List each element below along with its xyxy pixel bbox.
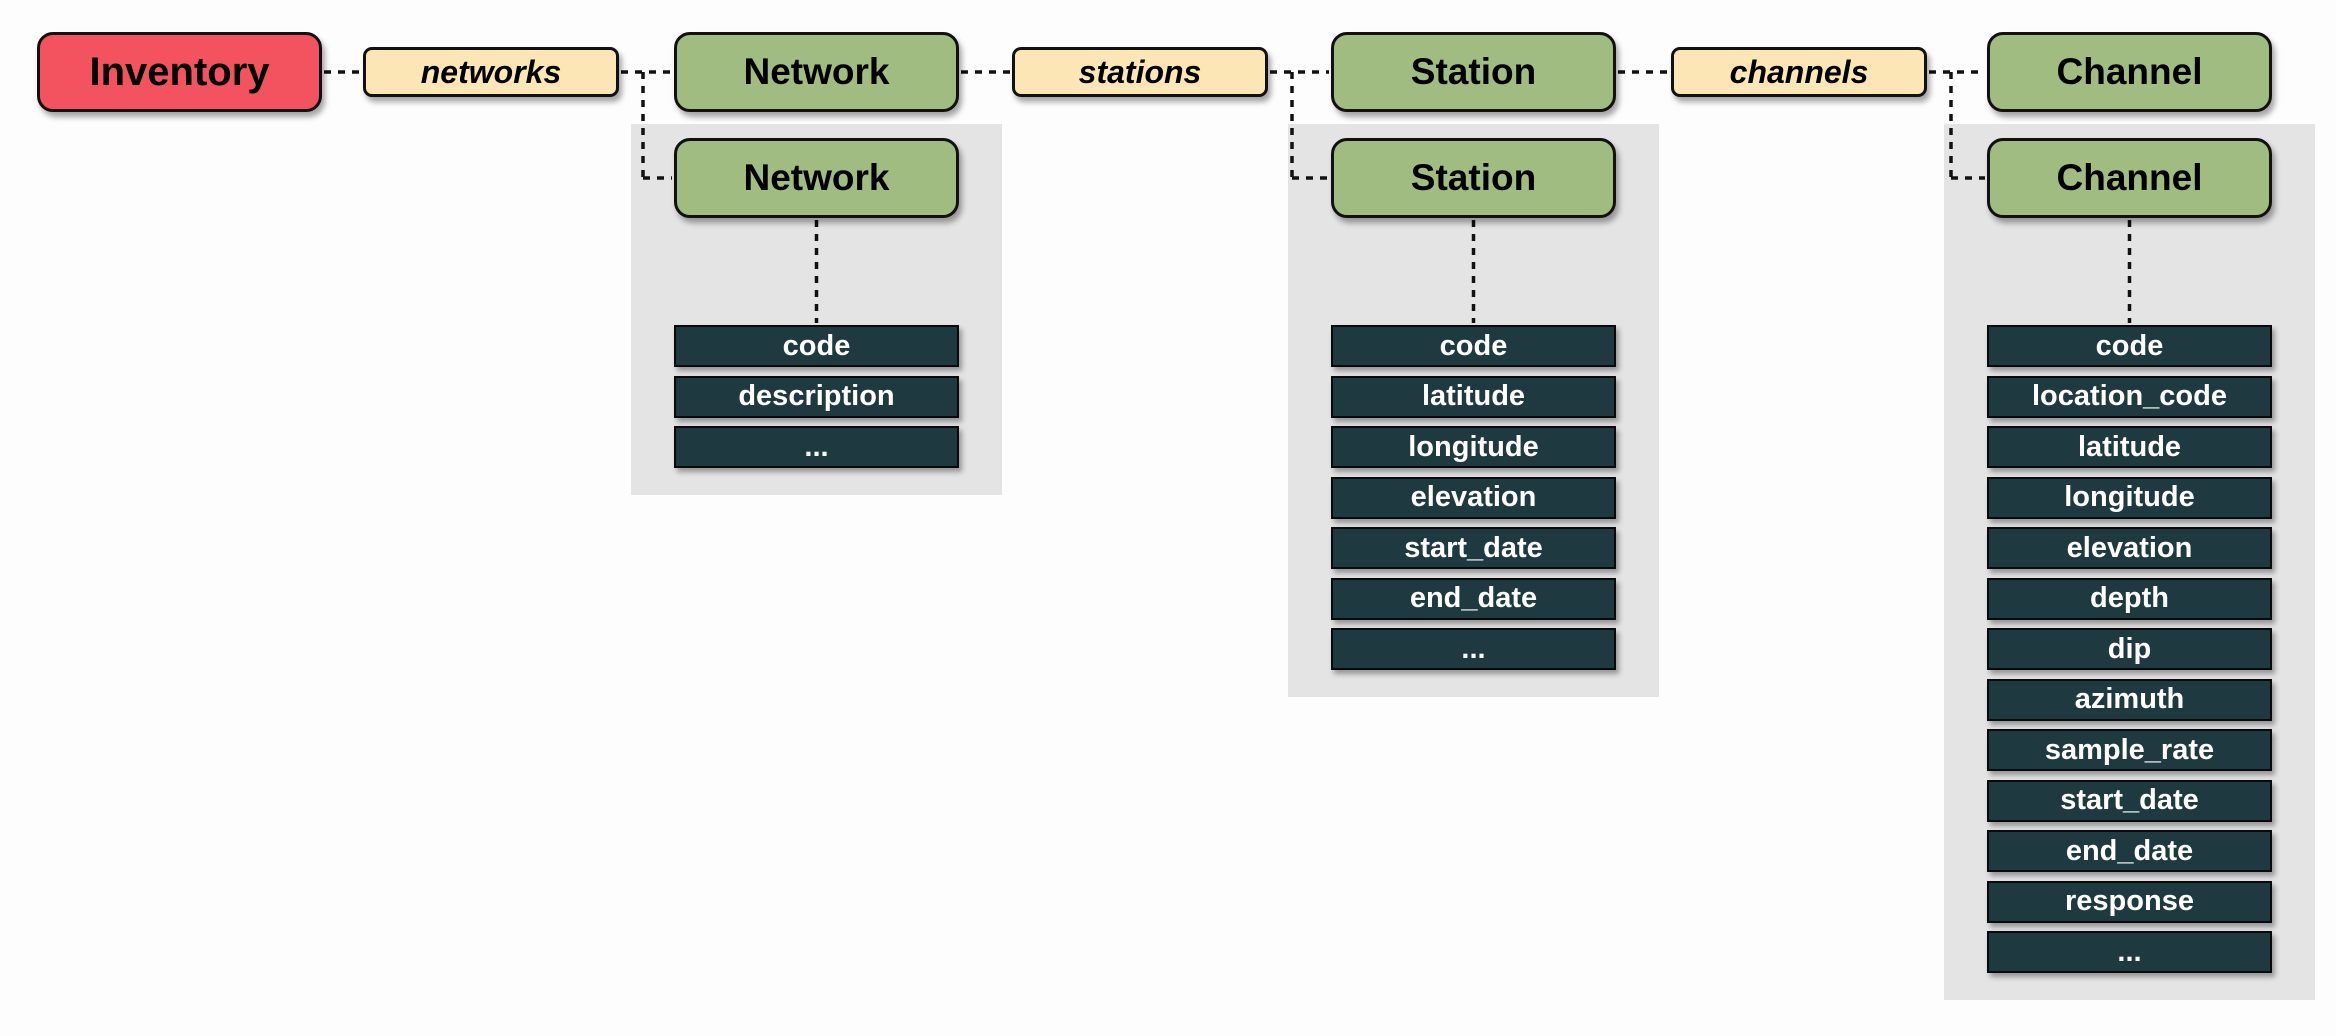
network-attribute-item: code: [674, 325, 959, 367]
channel-attribute-item: sample_rate: [1987, 729, 2272, 771]
channel-attribute-item: azimuth: [1987, 678, 2272, 721]
station-attribute-item: elevation: [1331, 476, 1616, 519]
channel-attribute-item: location_code: [1987, 375, 2272, 418]
channel-attribute-item: code: [1987, 325, 2272, 367]
channel-attribute-item: ...: [1987, 931, 2272, 973]
channels-relation-label: channels: [1671, 47, 1927, 97]
stations-relation-label: stations: [1012, 47, 1268, 97]
channel-attribute-item: response: [1987, 880, 2272, 923]
network-detail-node: Network: [674, 138, 959, 218]
channel-attribute-item: start_date: [1987, 779, 2272, 822]
channel-detail-node: Channel: [1987, 138, 2272, 218]
channel-attribute-item: latitude: [1987, 426, 2272, 468]
channel-attribute-item: depth: [1987, 577, 2272, 620]
channel-attribute-item: dip: [1987, 628, 2272, 670]
inventory-node: Inventory: [37, 32, 322, 112]
channel-attribute-item: longitude: [1987, 476, 2272, 519]
station-detail-node: Station: [1331, 138, 1616, 218]
channel-node: Channel: [1987, 32, 2272, 112]
station-node: Station: [1331, 32, 1616, 112]
station-attribute-item: ...: [1331, 628, 1616, 670]
network-node: Network: [674, 32, 959, 112]
network-attribute-item: ...: [674, 426, 959, 468]
station-attribute-item: code: [1331, 325, 1616, 367]
channel-attribute-item: elevation: [1987, 527, 2272, 569]
station-attribute-item: end_date: [1331, 577, 1616, 620]
networks-relation-label: networks: [363, 47, 619, 97]
network-attribute-item: description: [674, 375, 959, 418]
station-attribute-item: latitude: [1331, 375, 1616, 418]
station-attribute-item: start_date: [1331, 527, 1616, 569]
station-attribute-item: longitude: [1331, 426, 1616, 468]
channel-attribute-item: end_date: [1987, 830, 2272, 872]
